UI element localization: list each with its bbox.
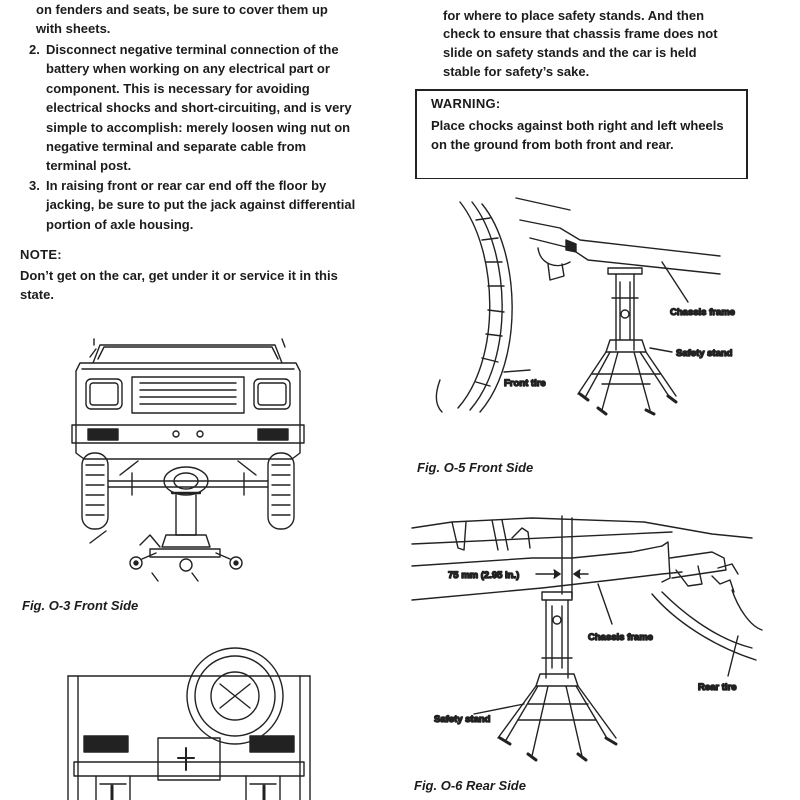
fig-o5-caption: Fig. O-5 Front Side [417,460,534,475]
fig-o3-caption: Fig. O-3 Front Side [22,598,139,613]
fig-o6-caption: Fig. O-6 Rear Side [414,778,526,793]
fig-o6-rear-safety-stand-illustration: 75 mm (2.95 in.) Rear tire Chassis frame… [412,508,762,766]
warning-text: Place chocks against both right and left… [431,118,724,152]
list-item-3-number: 3. [29,178,40,193]
list-item-3: 3. In raising front or rear car end off … [29,176,358,234]
rear-view-illustration [60,666,320,800]
list-item-3-text: In raising front or rear car end off the… [46,178,356,232]
safety-stand-text-line-3: slide on safety stands and the car is he… [443,45,697,60]
fig-o5-label-chassis-frame: Chassis frame [670,307,735,318]
fig-o6-label-safety-stand: Safety stand [434,714,491,725]
warning-title: WARNING: [431,96,501,111]
safety-stand-text-line-2: check to ensure that chassis frame does … [443,26,718,41]
list-item-2-number: 2. [29,42,40,57]
fig-o5-front-safety-stand-illustration: Chassis frame Safety stand Front tire [420,190,736,430]
list-item-1-continuation: on fenders and seats, be sure to cover t… [36,2,328,36]
fig-o6-label-dimension: 75 mm (2.95 in.) [448,570,519,581]
fig-o5-label-safety-stand: Safety stand [676,348,733,359]
warning-box: WARNING: Place chocks against both right… [415,89,748,179]
safety-stand-text-line-4: stable for safety’s sake. [443,64,590,79]
fig-o3-front-jack-illustration [60,335,320,585]
safety-stand-text-line-1: for where to place safety stands. And th… [443,8,705,23]
fig-o5-label-front-tire: Front tire [504,378,546,389]
note-title: NOTE: [20,247,62,262]
fig-o6-label-chassis-frame: Chassis frame [588,632,653,643]
list-item-2: 2. Disconnect negative terminal connecti… [29,40,358,176]
list-item-2-text: Disconnect negative terminal connection … [46,42,352,174]
note-text: Don’t get on the car, get under it or se… [20,268,338,302]
fig-o6-label-rear-tire: Rear tire [698,682,737,693]
